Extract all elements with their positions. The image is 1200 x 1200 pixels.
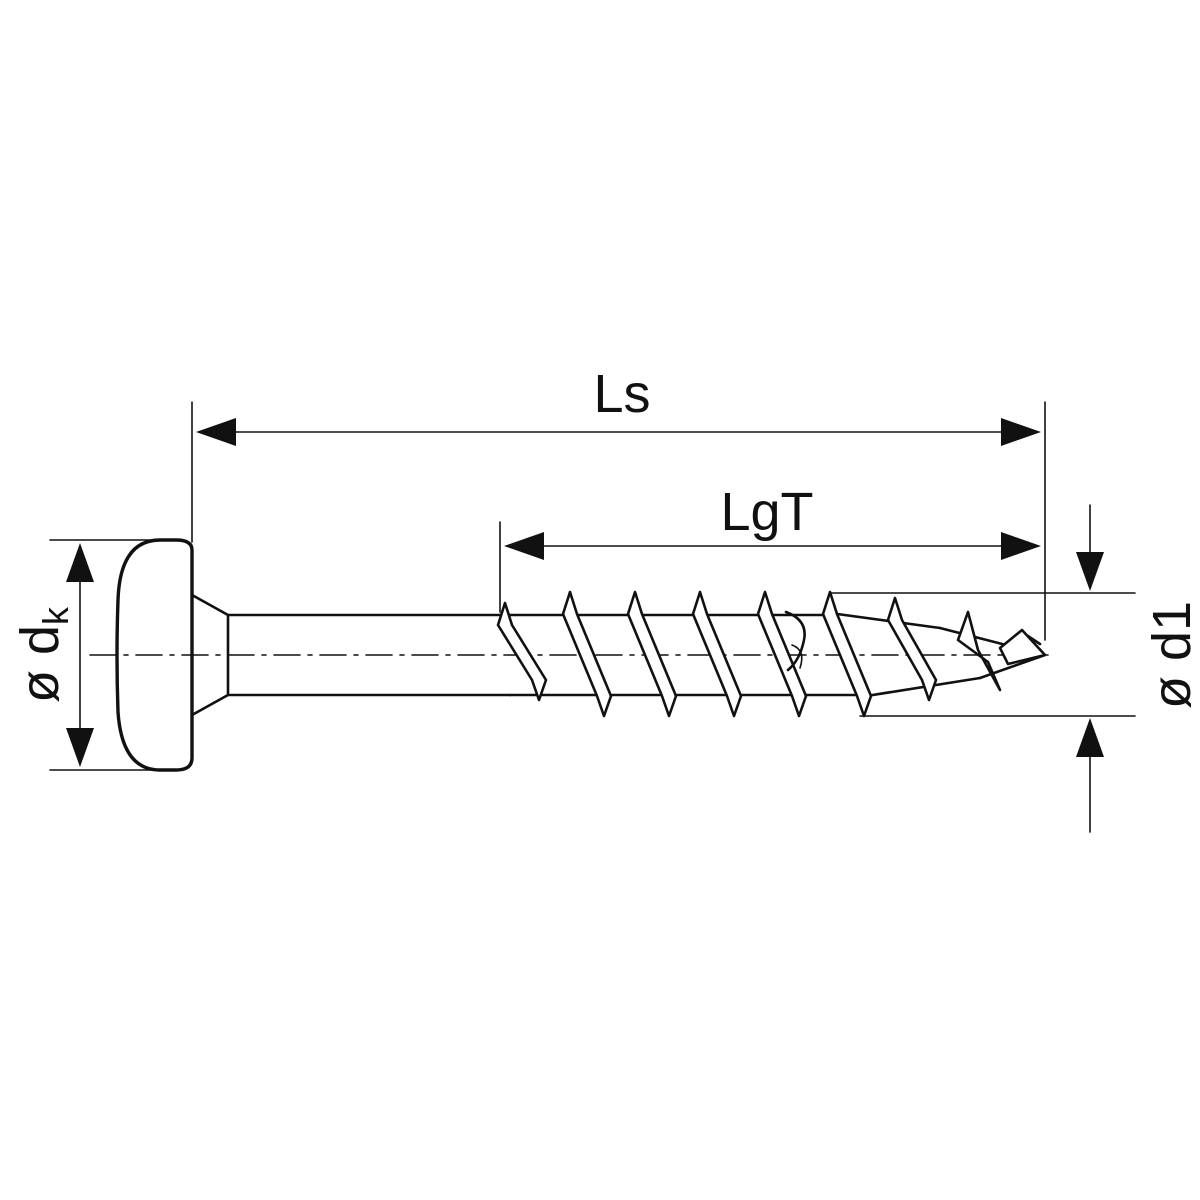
thread-crest	[886, 596, 938, 702]
label-ls: Ls	[593, 364, 650, 424]
arrow-up-icon	[1076, 718, 1104, 757]
screw-tip	[938, 610, 1047, 692]
arrow-up-icon	[66, 543, 94, 582]
extension-lines	[49, 401, 1136, 771]
thread-crest	[756, 590, 808, 718]
arrow-down-icon	[66, 728, 94, 767]
thread-crest	[691, 590, 743, 718]
dimension-ls	[196, 418, 1041, 446]
arrow-right-icon	[1001, 418, 1041, 446]
label-head-diameter-main: ø d	[10, 625, 70, 703]
arrow-down-icon	[1076, 552, 1104, 591]
thread-crest	[561, 590, 613, 718]
arrow-left-icon	[504, 532, 544, 560]
dimension-lgt	[504, 532, 1041, 560]
dimension-thread-diameter	[1076, 504, 1104, 833]
head-underside-cone	[190, 593, 230, 717]
label-head-diameter-subscript: k	[35, 606, 76, 625]
head-outline	[115, 538, 194, 772]
label-lgt: LgT	[720, 482, 813, 542]
arrow-left-icon	[196, 418, 236, 446]
label-head-diameter: ø dk	[10, 606, 76, 703]
screw-shank	[226, 613, 512, 697]
arrow-right-icon	[1001, 532, 1041, 560]
thread-ring-detail	[784, 610, 806, 672]
thread-crests	[496, 590, 938, 718]
label-thread-diameter: ø d1	[1142, 601, 1200, 709]
thread-crest	[496, 601, 548, 702]
thread-crest	[821, 590, 873, 718]
screw-head	[115, 538, 230, 772]
dimension-head-diameter	[66, 543, 94, 767]
thread-crest	[626, 590, 678, 718]
